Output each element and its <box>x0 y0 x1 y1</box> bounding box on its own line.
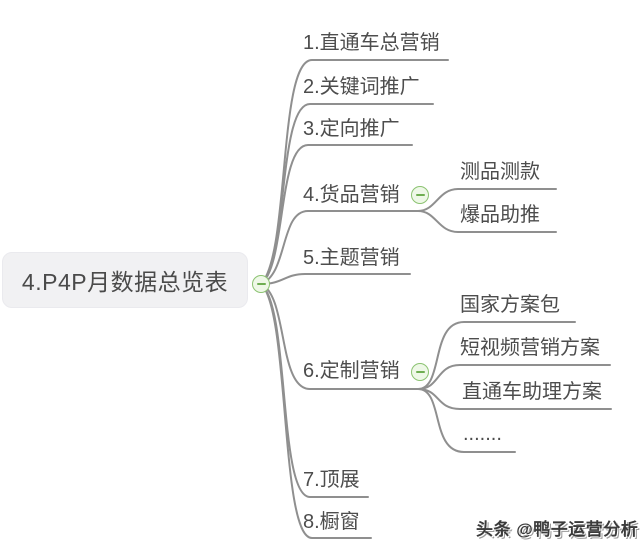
branch-6-child-2-connector <box>417 364 611 390</box>
branch-6-child-2-label[interactable]: 短视频营销方案 <box>460 337 600 359</box>
branch-7-label[interactable]: 7.顶展 <box>303 469 360 491</box>
branch-2-label[interactable]: 2.关键词推广 <box>303 76 420 98</box>
branch-5-connector <box>260 273 411 285</box>
branch-4-child-2-label[interactable]: 爆品助推 <box>460 204 540 226</box>
branch-7-connector <box>260 283 369 498</box>
branch-1-label[interactable]: 1.直通车总营销 <box>303 32 440 54</box>
branch-4-child-2-connector <box>417 210 557 233</box>
branch-5-label[interactable]: 5.主题营销 <box>303 247 400 269</box>
branch-4-connector <box>260 210 419 285</box>
branch-4-child-1-label[interactable]: 测品测款 <box>460 161 540 183</box>
branch-4-collapse-minus-icon[interactable] <box>411 186 429 204</box>
branch-8-connector <box>260 283 372 539</box>
branch-6-label[interactable]: 6.定制营销 <box>303 360 400 382</box>
minus-dash <box>415 371 425 373</box>
branch-6-child-4-label[interactable]: ....... <box>463 423 502 445</box>
root-collapse-minus-icon[interactable] <box>252 275 270 293</box>
branch-6-child-4-connector <box>417 388 516 453</box>
branch-3-label[interactable]: 3.定向推广 <box>303 118 400 140</box>
branch-6-child-1-connector <box>417 321 576 390</box>
branch-6-collapse-minus-icon[interactable] <box>411 363 429 381</box>
minus-dash <box>256 283 266 285</box>
branch-4-child-1-connector <box>417 188 557 212</box>
branch-4-label[interactable]: 4.货品营销 <box>303 184 400 206</box>
branch-6-child-1-label[interactable]: 国家方案包 <box>460 294 560 316</box>
branch-8-label[interactable]: 8.橱窗 <box>303 511 360 533</box>
watermark: 头条 @鸭子运营分析 <box>476 520 639 539</box>
minus-dash <box>415 194 425 196</box>
branch-3-connector <box>260 144 413 285</box>
branch-6-child-3-label[interactable]: 直通车助理方案 <box>462 381 602 403</box>
root-node[interactable]: 4.P4P月数据总览表 <box>2 252 248 308</box>
branch-6-connector <box>260 283 419 390</box>
